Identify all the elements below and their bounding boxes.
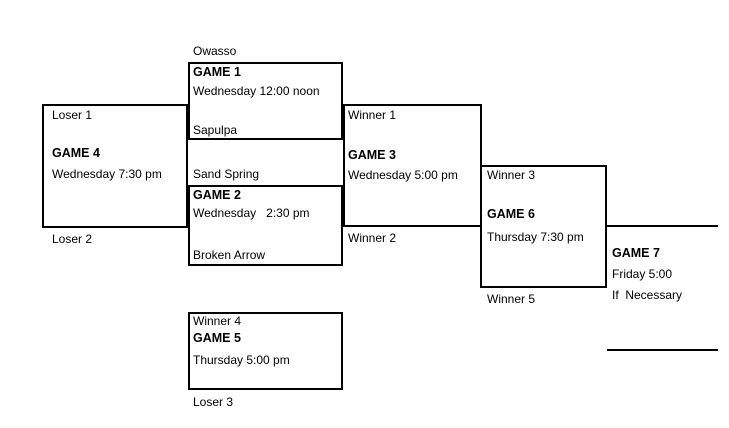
game1-box bbox=[188, 62, 343, 140]
game1-title: GAME 1 bbox=[193, 65, 241, 79]
game4-title: GAME 4 bbox=[52, 146, 100, 160]
game7-time: Friday 5:00 bbox=[612, 267, 673, 281]
game7-title: GAME 7 bbox=[612, 246, 660, 260]
game6-title: GAME 6 bbox=[487, 207, 535, 221]
game6-slot-top: Winner 3 bbox=[487, 168, 536, 182]
game5-slot-bottom: Loser 3 bbox=[193, 395, 234, 409]
game1-team-top: Owasso bbox=[193, 44, 237, 58]
game1-time: Wednesday 12:00 noon bbox=[193, 84, 320, 98]
game3-time: Wednesday 5:00 pm bbox=[348, 168, 458, 182]
game1-team-bottom: Sapulpa bbox=[193, 123, 238, 137]
game4-slot-top: Loser 1 bbox=[52, 108, 93, 122]
game6-box bbox=[480, 165, 607, 288]
game2-time: Wednesday 2:30 pm bbox=[193, 206, 310, 220]
game3-slot-top: Winner 1 bbox=[348, 108, 397, 122]
game2-team-top: Sand Spring bbox=[193, 167, 260, 181]
game5-title: GAME 5 bbox=[193, 331, 241, 345]
game5-slot-top: Winner 4 bbox=[193, 314, 242, 328]
game7-note: If Necessary bbox=[612, 288, 683, 302]
game7-bottom-line bbox=[607, 349, 718, 351]
game4-box bbox=[42, 104, 188, 228]
game3-box bbox=[343, 104, 482, 227]
game3-slot-bottom: Winner 2 bbox=[348, 231, 397, 245]
game2-box bbox=[188, 185, 343, 266]
game5-box bbox=[188, 312, 343, 390]
game2-team-bottom: Broken Arrow bbox=[193, 248, 266, 262]
game4-time: Wednesday 7:30 pm bbox=[52, 167, 162, 181]
game2-title: GAME 2 bbox=[193, 188, 241, 202]
game5-time: Thursday 5:00 pm bbox=[193, 353, 290, 367]
game4-slot-bottom: Loser 2 bbox=[52, 232, 93, 246]
game6-slot-bottom: Winner 5 bbox=[487, 292, 536, 306]
game7-top-line bbox=[605, 225, 718, 227]
game6-time: Thursday 7:30 pm bbox=[487, 230, 584, 244]
game3-title: GAME 3 bbox=[348, 148, 396, 162]
